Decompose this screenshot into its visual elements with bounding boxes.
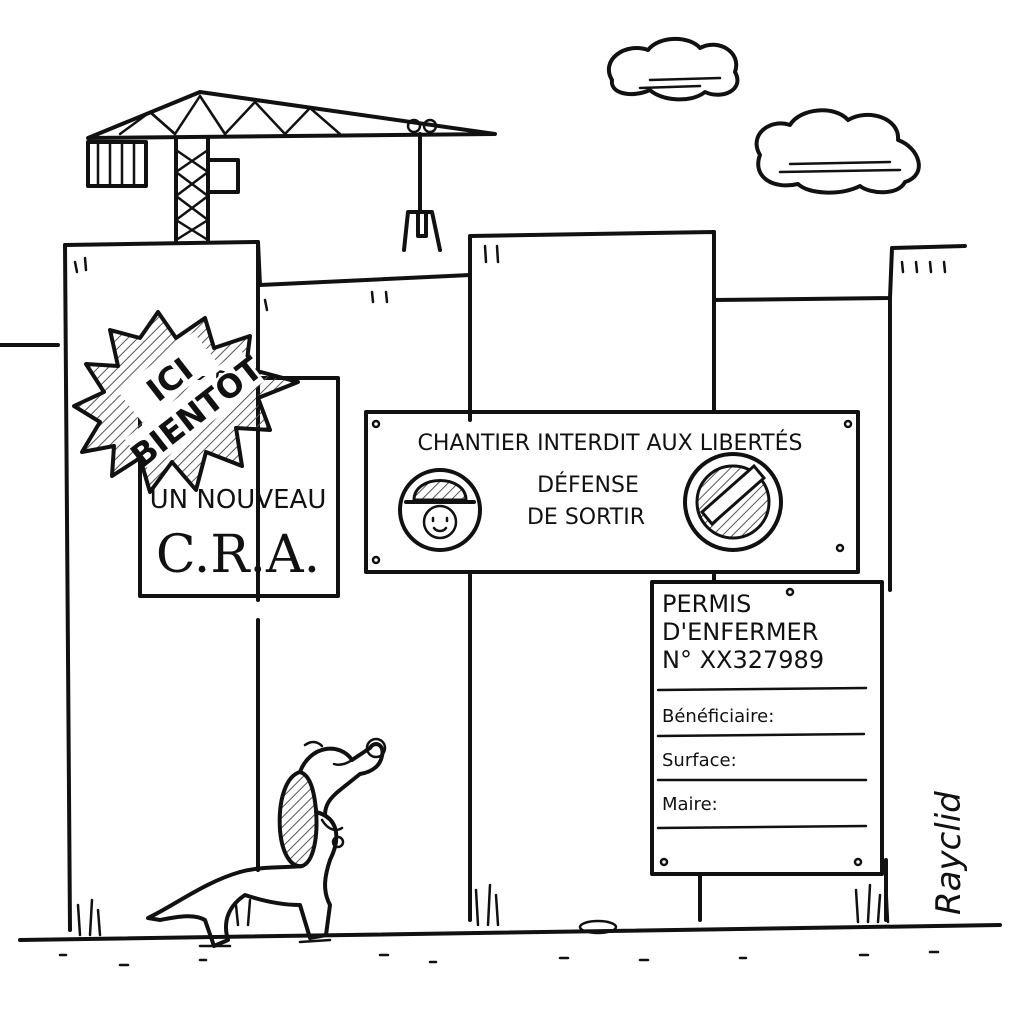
artist-signature: Rayclid (929, 791, 969, 915)
permit-field-surface: Surface: (662, 750, 737, 771)
permit-field-beneficiaire: Bénéficiaire: (662, 706, 774, 727)
permit-number: N° XX327989 (662, 646, 824, 674)
permit-sign: PERMIS D'ENFERMER N° XX327989 Bénéficiai… (650, 580, 884, 876)
crane-icon (86, 90, 497, 252)
cloud-icon (754, 108, 921, 195)
dog-icon (146, 737, 387, 948)
hard-hat-face-icon (398, 468, 482, 552)
banner-line1: DÉFENSE (537, 472, 639, 498)
cra-sign-line2: C.R.A. (156, 525, 320, 585)
banner-line2: DE SORTIR (527, 505, 645, 530)
no-entry-icon (683, 452, 783, 552)
banner-title: CHANTIER INTERDIT AUX LIBERTÉS (418, 430, 803, 456)
cra-sign: UN NOUVEAU C.R.A. (138, 376, 340, 598)
permit-field-maire: Maire: (662, 794, 718, 815)
permit-title-line1: PERMIS (662, 590, 751, 618)
permit-title-line2: D'ENFERMER (662, 618, 818, 646)
cra-sign-line1: UN NOUVEAU (150, 485, 327, 515)
banner-sign: CHANTIER INTERDIT AUX LIBERTÉS DÉFENSE D… (364, 410, 860, 574)
starburst-badge: ICI BIENTÔT (72, 310, 300, 494)
cloud-icon (607, 36, 740, 102)
